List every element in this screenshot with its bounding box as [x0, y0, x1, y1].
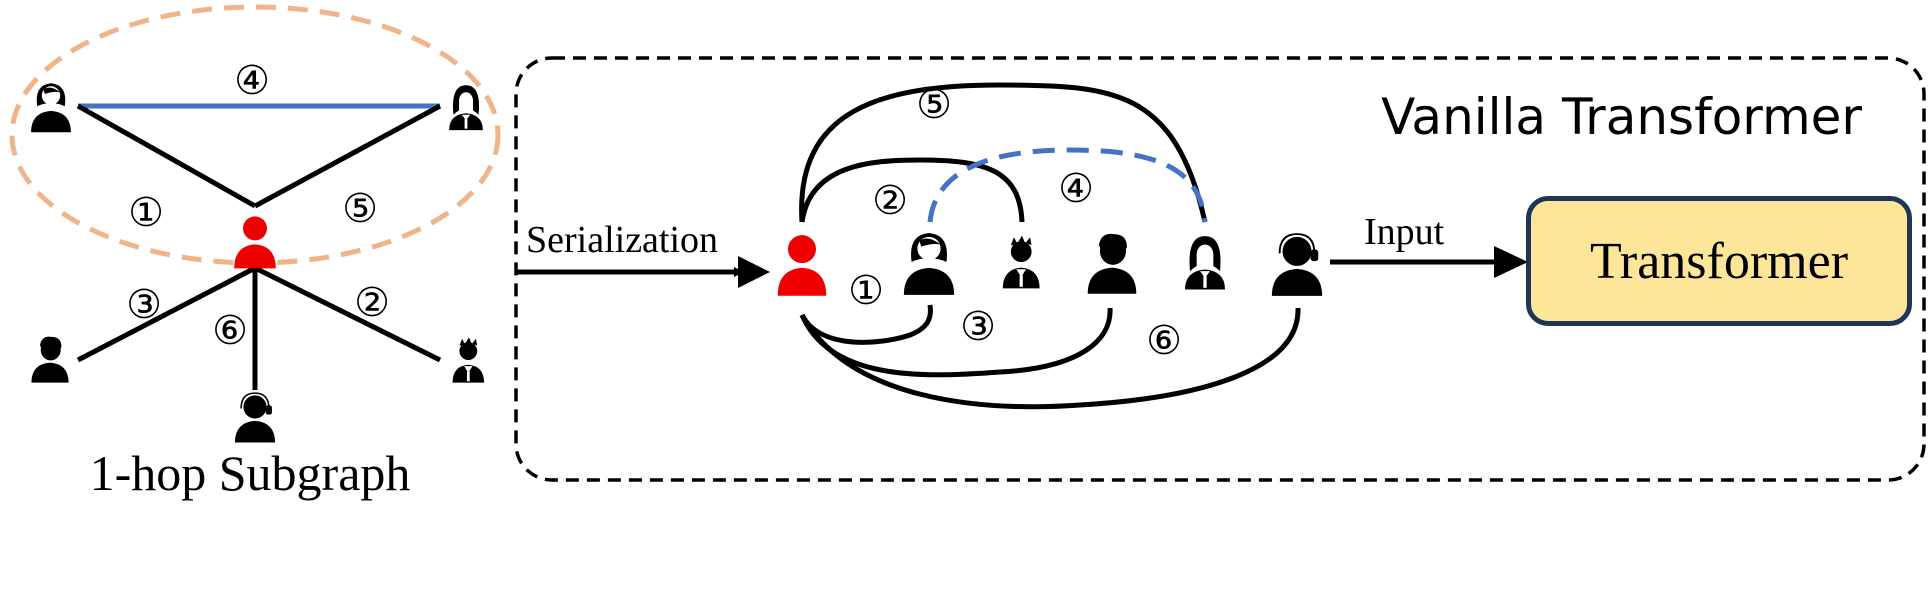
sequence-edge-4 [927, 147, 1208, 223]
man-icon [1087, 233, 1137, 294]
subgraph-edge-2 [253, 265, 442, 363]
sequence-label-6: ⑥ [1146, 318, 1182, 363]
subgraph-edge-1 [76, 103, 257, 209]
serialization-label: Serialization [526, 219, 718, 261]
headset-person-icon [233, 391, 277, 444]
input-arrowhead [1494, 246, 1528, 278]
vanilla-transformer-panel: Vanilla Transformer Serialization ⑤ ② ④ … [514, 56, 1926, 482]
sequence-label-5: ⑤ [916, 82, 952, 127]
sequence-label-1: ① [848, 268, 884, 313]
headset-person-icon [1270, 232, 1324, 298]
transformer-box: Transformer [1526, 196, 1912, 326]
sequence-edge-5 [799, 82, 1208, 223]
subgraph-label-6: ⑥ [212, 308, 248, 353]
spiky-hair-person-icon [1002, 235, 1040, 289]
subgraph-caption: 1-hop Subgraph [90, 445, 411, 501]
long-hair-woman-icon [449, 85, 483, 131]
sequence-label-2: ② [872, 178, 908, 223]
sequence-edge-2 [799, 157, 1025, 223]
long-hair-woman-icon [1185, 236, 1225, 290]
serialization-arrowhead [738, 256, 770, 288]
center-person-icon [234, 216, 276, 269]
subgraph-label-5: ⑤ [342, 186, 378, 231]
spiky-hair-person-icon [452, 337, 485, 383]
sequence-label-3: ③ [960, 304, 996, 349]
man-icon [31, 336, 69, 383]
vanilla-transformer-title: Vanilla Transformer [1381, 88, 1862, 146]
woman-icon [31, 83, 71, 133]
vanilla-transformer-frame [514, 56, 1926, 482]
input-label: Input [1364, 211, 1445, 253]
sequence-label-4: ④ [1058, 166, 1094, 211]
subgraph-label-2: ② [354, 280, 390, 325]
subgraph-label-1: ① [128, 190, 164, 235]
subgraph-label-3: ③ [126, 282, 162, 327]
transformer-label: Transformer [1589, 232, 1849, 290]
subgraph-panel: ④ ① ⑤ ③ ⑥ ② 1-hop Subgraph [9, 4, 501, 501]
woman-icon [903, 233, 955, 295]
sequence-edge-6 [799, 307, 1301, 410]
center-person-icon [777, 235, 827, 296]
subgraph-edge-5 [253, 103, 442, 209]
sequence-edge-1 [799, 304, 933, 345]
subgraph-edge-3 [76, 265, 257, 363]
subgraph-label-4: ④ [234, 58, 270, 103]
